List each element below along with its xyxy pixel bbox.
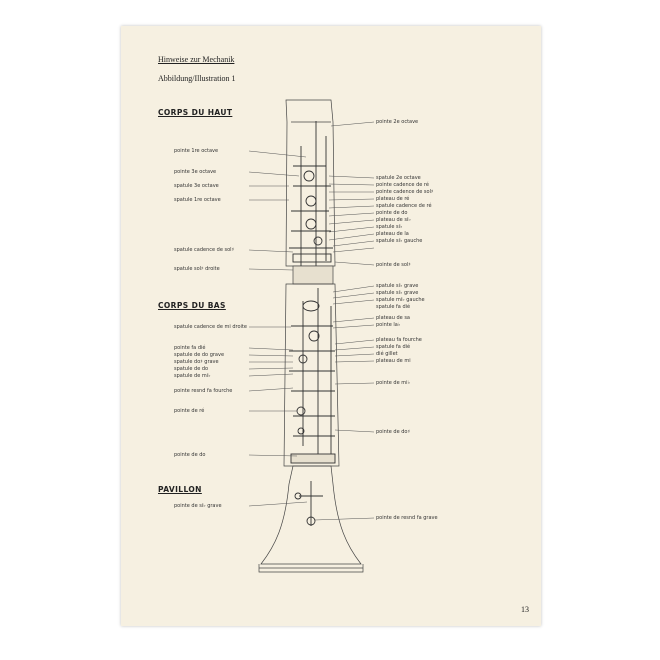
label-lower-right-11: pointe de mi♭ [376,380,410,386]
label-upper-right-5: plateau de ré [376,196,410,202]
label-lower-right-6: pointe la♭ [376,322,401,328]
label-lower-left-7: pointe resnd fa fourche [174,388,233,394]
label-bell-right-1: pointe de resnd fa grave [376,515,438,521]
label-upper-right-2: spatule 2e octave [376,175,421,181]
label-lower-right-7: plateau fa fourche [376,337,422,343]
label-lower-right-9: dié gillet [376,351,398,357]
label-lower-left-8: pointe de ré [174,408,205,414]
section-bell: PAVILLON [158,485,202,494]
label-lower-right-4: spatule fa dié [376,304,411,310]
label-upper-left-1: pointe 1re octave [174,148,219,154]
page-title: Hinweise zur Mechanik [158,55,235,64]
clarinet-mechanism-drawing [248,99,375,573]
label-lower-right-10: plateau de mi [376,358,411,364]
figure-caption: Abbildung/Illustration 1 [158,74,236,83]
label-lower-right-12: pointe de do♯ [376,429,410,435]
label-lower-left-1: spatule cadence de mi droite [174,324,247,330]
label-upper-right-8: plateau de si♭ [376,217,411,223]
label-upper-left-6: spatule sol♯ droite [174,266,220,272]
label-lower-right-5: plateau de sa [376,315,410,321]
label-upper-right-11: spatule si♭ gauche [376,238,423,244]
label-lower-left-3: spatule de do grave [174,352,225,358]
label-upper-right-9: spatule si♭ [376,224,403,230]
label-upper-left-2: pointe 3e octave [174,169,217,175]
label-upper-right-12: pointe de sol♯ [376,262,411,268]
label-upper-left-3: spatule 3e octave [174,183,219,189]
label-lower-right-1: spatule si♭ grave [376,283,419,289]
label-lower-right-8: spatule fa dié [376,344,411,350]
label-upper-right-6: spatule cadence de ré [376,203,432,209]
label-lower-left-4: spatule do♯ grave [174,359,219,365]
label-lower-right-3: spatule mi♭ gauche [376,297,425,303]
section-lower-joint: CORPS DU BAS [158,301,226,310]
label-lower-left-2: pointe fa dié [174,345,206,351]
label-bell-left-1: pointe de si♭ grave [174,503,222,509]
label-lower-left-9: pointe de do [174,452,206,458]
label-upper-right-4: pointe cadence de sol♯ [376,189,434,195]
section-upper-joint: CORPS DU HAUT [158,108,233,117]
page-number: 13 [521,605,529,614]
label-lower-left-5: spatule de do [174,366,209,372]
label-upper-right-3: pointe cadence de ré [376,182,429,188]
label-upper-left-4: spatule 1re octave [174,197,221,203]
label-upper-right-1: pointe 2e octave [376,119,419,125]
label-upper-right-10: plateau de la [376,231,409,237]
label-lower-left-6: spatule de mi♭ [174,373,211,379]
label-upper-right-7: pointe de do [376,210,408,216]
label-upper-left-5: spatule cadence de sol♯ [174,247,234,253]
manual-page: Hinweise zur Mechanik Abbildung/Illustra… [121,26,541,626]
label-lower-right-2: spatule si♭ grave [376,290,419,296]
